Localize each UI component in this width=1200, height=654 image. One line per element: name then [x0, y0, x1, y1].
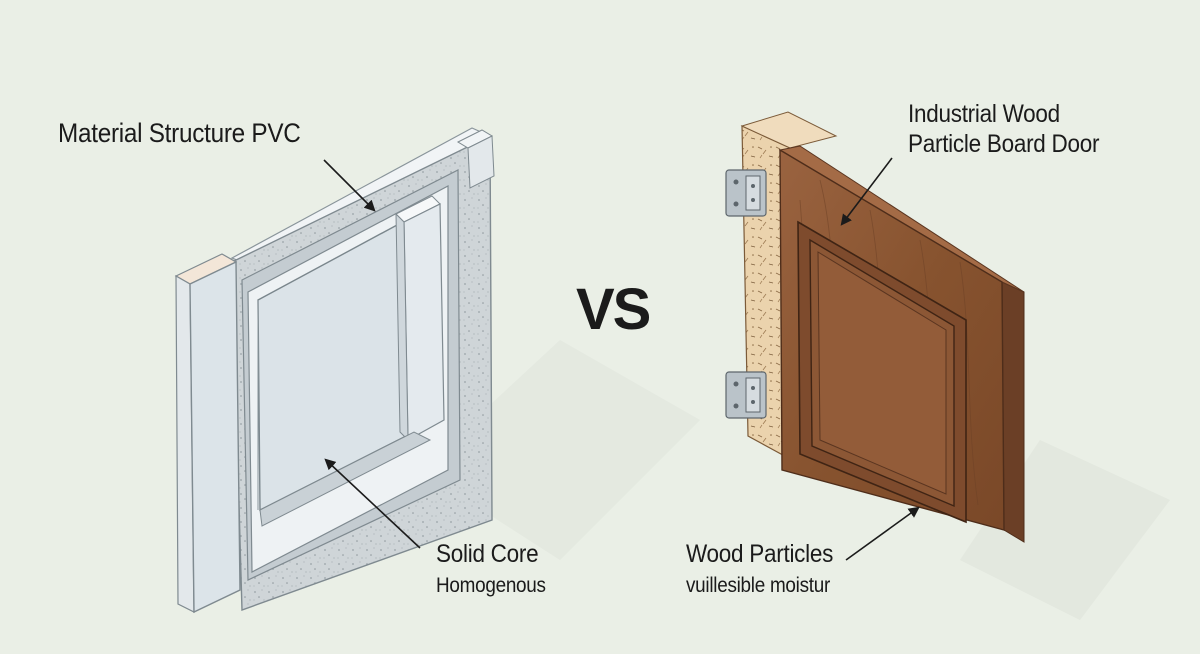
wood-door-illustration [725, 111, 1170, 620]
wood-particles-line1: Wood Particles [686, 540, 834, 568]
wood-title-line2: Particle Board Door [908, 130, 1100, 158]
pvc-core-line1: Solid Core [436, 540, 539, 568]
wood-title-line1: Industrial Wood [908, 100, 1060, 128]
wood-particles-arrow [845, 506, 920, 561]
wood-particles-line2: vuillesible moistur [686, 574, 831, 597]
vs-label: VS [576, 277, 651, 342]
pvc-title-arrow [323, 159, 376, 212]
hinge-icon [725, 169, 767, 217]
wood-title-arrow [840, 157, 893, 226]
pvc-door-illustration [174, 127, 700, 614]
pvc-jamb-face [189, 260, 241, 614]
pvc-core-line2: Homogenous [436, 574, 546, 597]
pvc-core-arrow [324, 458, 421, 549]
hinge-icon [725, 371, 767, 419]
pvc-title-label: Material Structure PVC [58, 118, 301, 148]
